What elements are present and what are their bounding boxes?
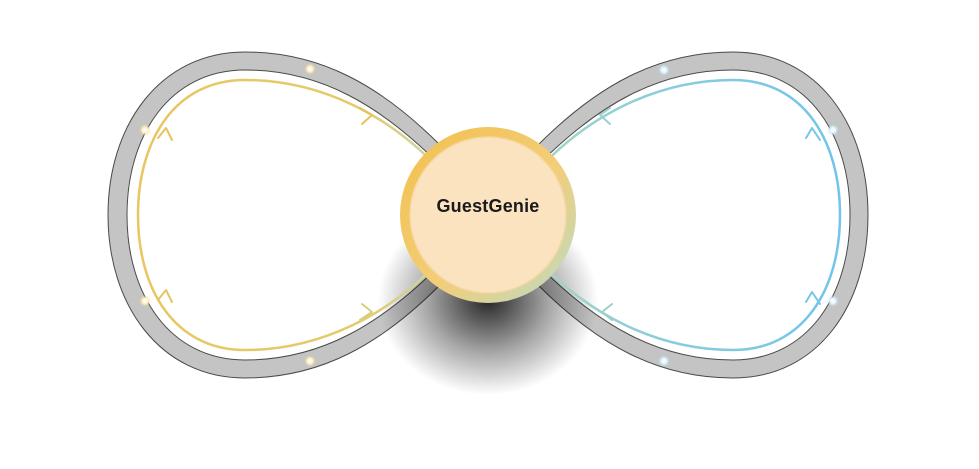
glow-dot [304,63,316,75]
glow-dot [827,295,839,307]
right-loop-line [534,78,842,352]
right-arrow-lower-right-icon [805,291,821,305]
track-dots-left [139,63,316,367]
left-loop-line [136,78,444,352]
hub-title: GuestGenie [436,196,540,216]
right-arrow-bottom-icon [601,303,613,321]
right-arrow-top-icon [599,107,611,125]
left-arrow-lower-left-icon [157,289,173,303]
left-arrow-top-icon [359,107,373,125]
glow-dot [658,64,670,76]
hub-ring-inner-edge [409,136,567,294]
track-dots-right [658,64,839,367]
glow-dot [304,355,316,367]
glow-dot [827,124,839,136]
glow-dot [139,124,151,136]
left-arrow-bottom-icon [359,303,373,321]
glow-dot [139,295,151,307]
glow-dot [658,355,670,367]
left-arrow-upper-left-icon [157,127,173,141]
right-arrow-upper-right-icon [805,127,821,141]
